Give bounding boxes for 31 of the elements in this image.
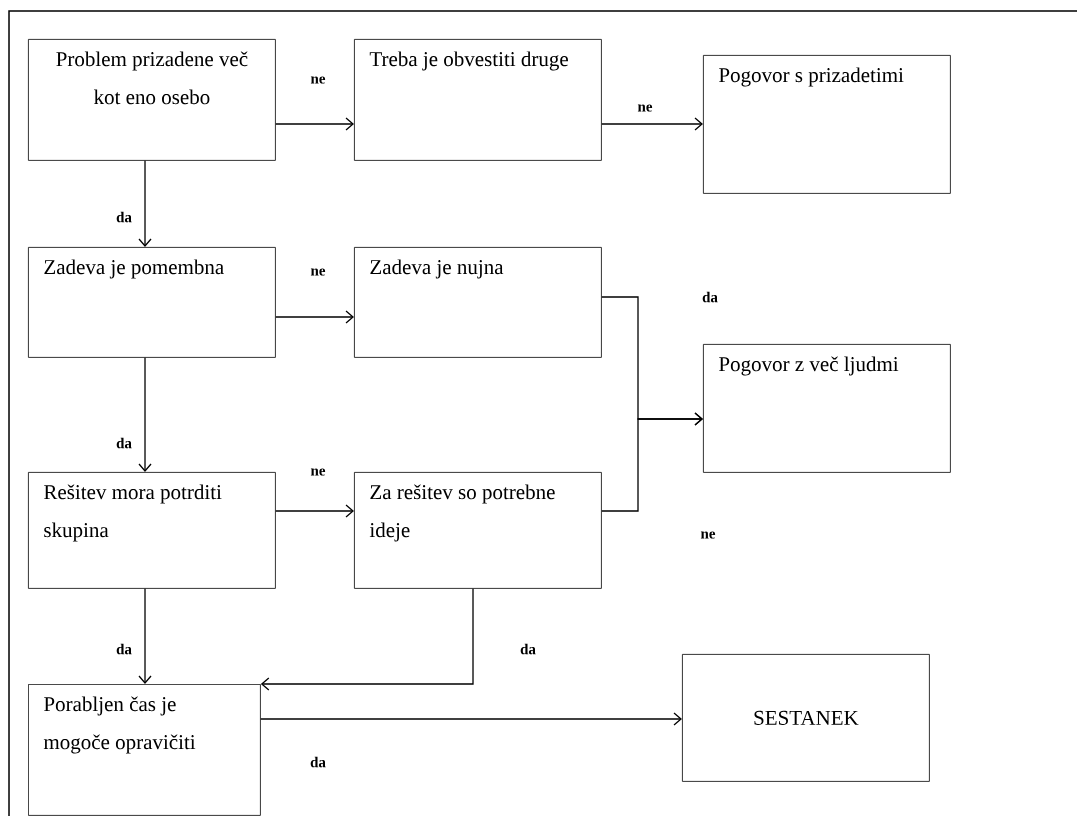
edge-label: ne <box>309 75 327 85</box>
edge-label: da <box>309 755 327 769</box>
process-box: Treba je obvestiti druge <box>354 39 602 161</box>
process-box: Problem prizadene več kot eno osebo <box>28 39 276 161</box>
edge-label: ne <box>309 467 327 477</box>
process-box: SESTANEK <box>682 654 930 782</box>
edge-label: da <box>115 642 133 656</box>
process-box: Pogovor z več ljudmi <box>703 344 951 473</box>
arrow <box>138 160 152 247</box>
arrow <box>275 310 354 324</box>
process-box: Pogovor s prizadetimi <box>703 55 951 194</box>
arrow <box>260 712 682 726</box>
process-box: Rešitev mora potrditi skupina <box>28 472 276 589</box>
edge-label: da <box>115 436 133 450</box>
edge-label: da <box>519 642 537 656</box>
arrow <box>138 357 152 472</box>
arrow <box>601 412 703 512</box>
process-box: Zadeva je nujna <box>354 247 602 358</box>
edge-label: ne <box>699 530 717 540</box>
arrow <box>601 117 703 131</box>
edge-label: ne <box>309 267 327 277</box>
process-box: Zadeva je pomembna <box>28 247 276 358</box>
arrow <box>138 588 152 684</box>
edge-label: da <box>115 210 133 224</box>
process-box: Porabljen čas je mogoče opravičiti <box>28 684 261 816</box>
edge-label: da <box>701 290 719 304</box>
process-box: Za rešitev so potrebne ideje <box>354 472 602 589</box>
arrow <box>275 504 354 518</box>
arrow <box>275 117 354 131</box>
arrow <box>260 588 474 691</box>
edge-label: ne <box>636 103 654 113</box>
